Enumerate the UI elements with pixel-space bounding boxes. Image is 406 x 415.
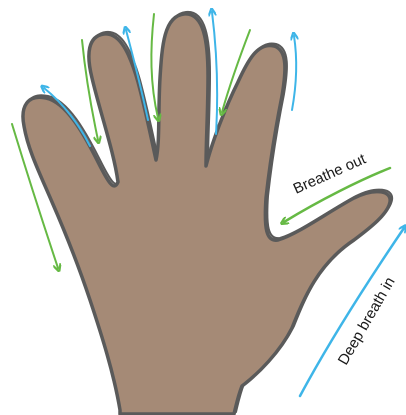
arrow-up-icon — [292, 36, 296, 110]
arrow-down-icon — [151, 14, 158, 118]
arrow-up-icon — [212, 12, 217, 134]
breathe-out-label: Breathe out — [291, 150, 370, 197]
hand-icon — [23, 12, 392, 414]
